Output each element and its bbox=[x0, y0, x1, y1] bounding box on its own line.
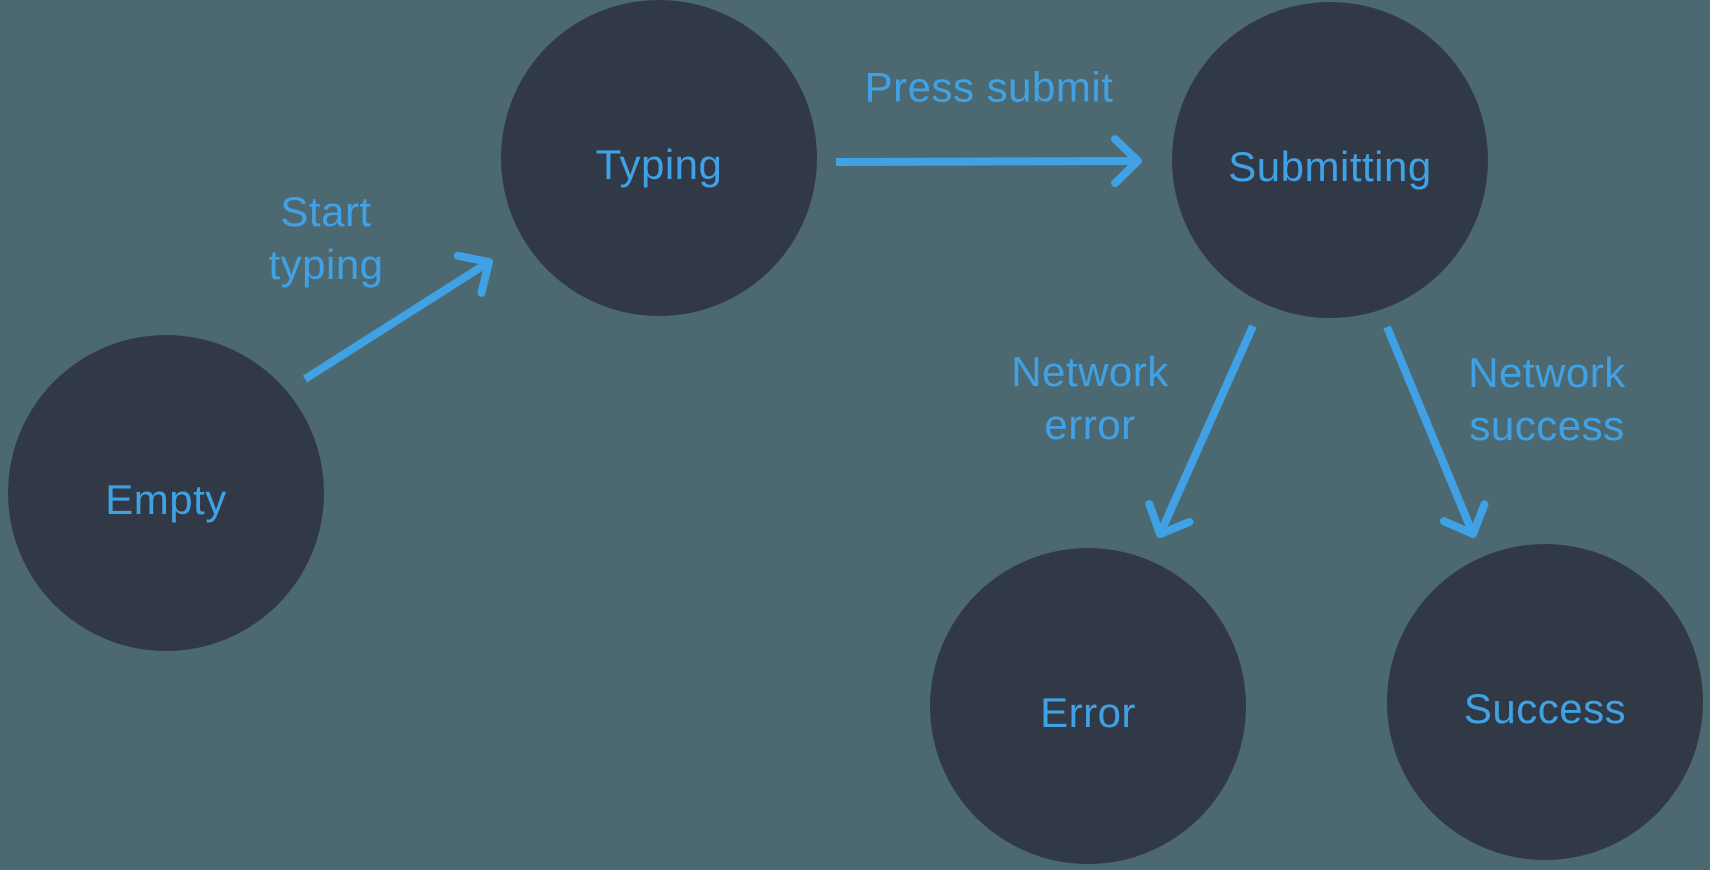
state-node-label: Error bbox=[1040, 689, 1136, 736]
state-node-typing: Typing bbox=[501, 0, 817, 316]
transition-label-line: success bbox=[1469, 402, 1625, 449]
state-node-error: Error bbox=[930, 548, 1246, 864]
transition-label-line: error bbox=[1044, 401, 1136, 448]
transition-label-line: Press submit bbox=[864, 63, 1114, 111]
transition-label-line: Start bbox=[280, 188, 372, 235]
state-node-label: Success bbox=[1463, 685, 1627, 732]
transition-label-start-typing: Start typing bbox=[268, 185, 383, 291]
transition-arrow-start-typing bbox=[302, 251, 493, 383]
transition-label-line: typing bbox=[268, 241, 384, 288]
transition-label-line: Network bbox=[1468, 349, 1626, 396]
state-node-submitting: Submitting bbox=[1172, 2, 1488, 318]
transition-arrow-network-error bbox=[1145, 324, 1257, 538]
transition-label-line: Network bbox=[1011, 348, 1169, 395]
state-node-label: Typing bbox=[595, 141, 723, 188]
transition-label-network-success: Network success bbox=[1468, 346, 1626, 452]
state-node-label: Submitting bbox=[1228, 143, 1432, 190]
state-node-label: Empty bbox=[105, 476, 227, 523]
state-node-success: Success bbox=[1387, 544, 1703, 860]
state-node-empty: Empty bbox=[8, 335, 324, 651]
transition-arrow-press-submit bbox=[835, 135, 1142, 188]
transition-arrow-network-success bbox=[1383, 325, 1489, 538]
transition-label-press-submit: Press submit bbox=[865, 61, 1114, 114]
transition-label-network-error: Network error bbox=[1011, 345, 1169, 451]
